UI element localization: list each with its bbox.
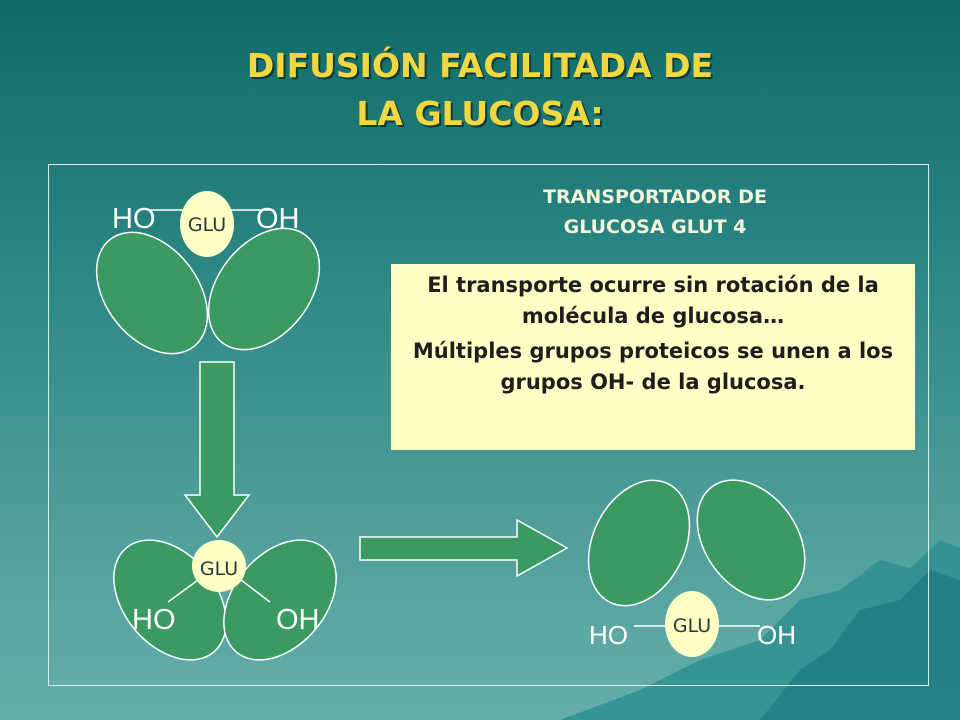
oh-label: OH — [757, 620, 796, 650]
protein-subunit-right — [207, 227, 321, 351]
right-arrow-icon — [359, 518, 569, 578]
transporter-open-state: GLU HO OH — [95, 191, 321, 355]
transporter-line-1: TRANSPORTADOR DE — [543, 186, 767, 208]
protein-subunit-right — [696, 479, 806, 601]
bond-line-left — [167, 579, 199, 603]
glucose-molecule — [665, 591, 719, 657]
down-arrow-icon — [183, 361, 251, 539]
info-paragraph-2: Múltiples grupos proteicos se unen a los… — [412, 339, 894, 394]
glucose-molecule — [192, 540, 246, 592]
glucose-label: GLU — [188, 214, 226, 236]
ho-label: HO — [132, 604, 176, 636]
info-paragraph-1: El transporte ocurre sin rotación de la … — [427, 273, 879, 328]
glucose-label: GLU — [673, 615, 711, 637]
transporter-release-state: GLU HO OH — [587, 479, 806, 657]
slide-title: DIFUSIÓN FACILITADA DE LA GLUCOSA: — [0, 42, 960, 138]
bond-line-right — [240, 579, 271, 603]
title-line-2: LA GLUCOSA: — [356, 94, 604, 133]
glucose-molecule — [180, 191, 234, 257]
transporter-caption: TRANSPORTADOR DE GLUCOSA GLUT 4 — [480, 182, 830, 242]
protein-subunit-left — [95, 231, 209, 355]
title-line-1: DIFUSIÓN FACILITADA DE — [246, 46, 714, 85]
glucose-label: GLU — [200, 558, 238, 580]
transporter-line-2: GLUCOSA GLUT 4 — [563, 216, 747, 238]
content-frame — [48, 164, 929, 686]
oh-label: OH — [276, 604, 320, 636]
protein-subunit-left — [587, 479, 691, 607]
transporter-bound-state: GLU HO OH — [113, 539, 337, 661]
info-box: El transporte ocurre sin rotación de la … — [391, 264, 915, 450]
ho-label: HO — [589, 620, 628, 650]
oh-label: OH — [256, 203, 300, 235]
ho-label: HO — [112, 203, 156, 235]
